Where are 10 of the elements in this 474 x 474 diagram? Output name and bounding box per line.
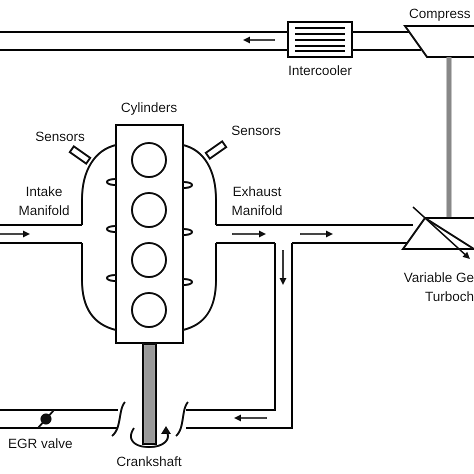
part-label: Compress — [409, 5, 472, 23]
part-label: Exhaust Manifold — [230, 183, 284, 220]
part-label: EGR valve — [8, 435, 74, 453]
part-label: Intake Manifold — [17, 183, 71, 220]
part-label: Intercooler — [287, 62, 353, 80]
part-label: Variable Ge Turboch — [402, 269, 474, 306]
part-label: Sensors — [34, 128, 86, 146]
part-label: Cylinders — [120, 99, 178, 117]
part-label: Sensors — [230, 122, 282, 140]
part-label: Crankshaft — [115, 453, 183, 471]
